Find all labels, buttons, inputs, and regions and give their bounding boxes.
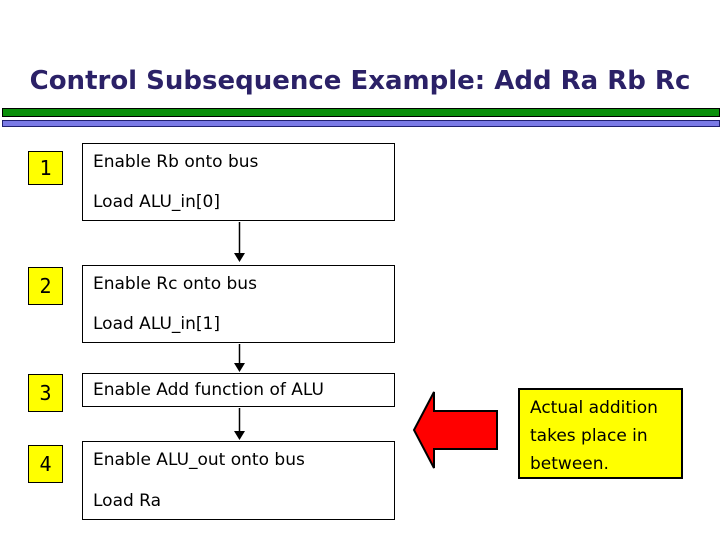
step-action: Enable ALU_out onto bus [93, 450, 305, 470]
callout-line: between. [530, 454, 609, 474]
step-action: Enable Add function of ALU [93, 380, 324, 400]
step-action: Enable Rc onto bus [93, 274, 257, 294]
step-number-1: 1 [28, 151, 63, 185]
step-action: Enable Rb onto bus [93, 152, 259, 172]
step-action: Load Ra [93, 491, 162, 511]
down-arrow-icon [234, 408, 245, 440]
callout-line: takes place in [530, 426, 648, 446]
step-number-3: 3 [28, 374, 63, 412]
down-arrow-icon [234, 222, 245, 262]
step-number-4: 4 [28, 445, 63, 483]
step-box-3: Enable Add function of ALU [82, 373, 395, 407]
down-arrow-icon [234, 344, 245, 372]
step-box-1: Enable Rb onto bus Load ALU_in[0] [82, 143, 395, 221]
callout-line: Actual addition [530, 398, 658, 418]
step-box-4: Enable ALU_out onto bus Load Ra [82, 441, 395, 520]
step-number-label: 2 [39, 274, 52, 298]
title-rule-purple [2, 120, 720, 127]
step-action: Load ALU_in[1] [93, 314, 220, 334]
step-number-label: 3 [39, 381, 52, 405]
step-number-label: 4 [39, 452, 52, 476]
step-number-2: 2 [28, 267, 63, 305]
step-number-label: 1 [39, 156, 52, 180]
red-left-block-arrow-icon [412, 391, 498, 469]
title-rule-green [2, 108, 720, 117]
callout-note: Actual addition takes place in between. [518, 388, 683, 479]
step-action: Load ALU_in[0] [93, 192, 220, 212]
step-box-2: Enable Rc onto bus Load ALU_in[1] [82, 265, 395, 343]
slide-title: Control Subsequence Example: Add Ra Rb R… [29, 66, 691, 96]
